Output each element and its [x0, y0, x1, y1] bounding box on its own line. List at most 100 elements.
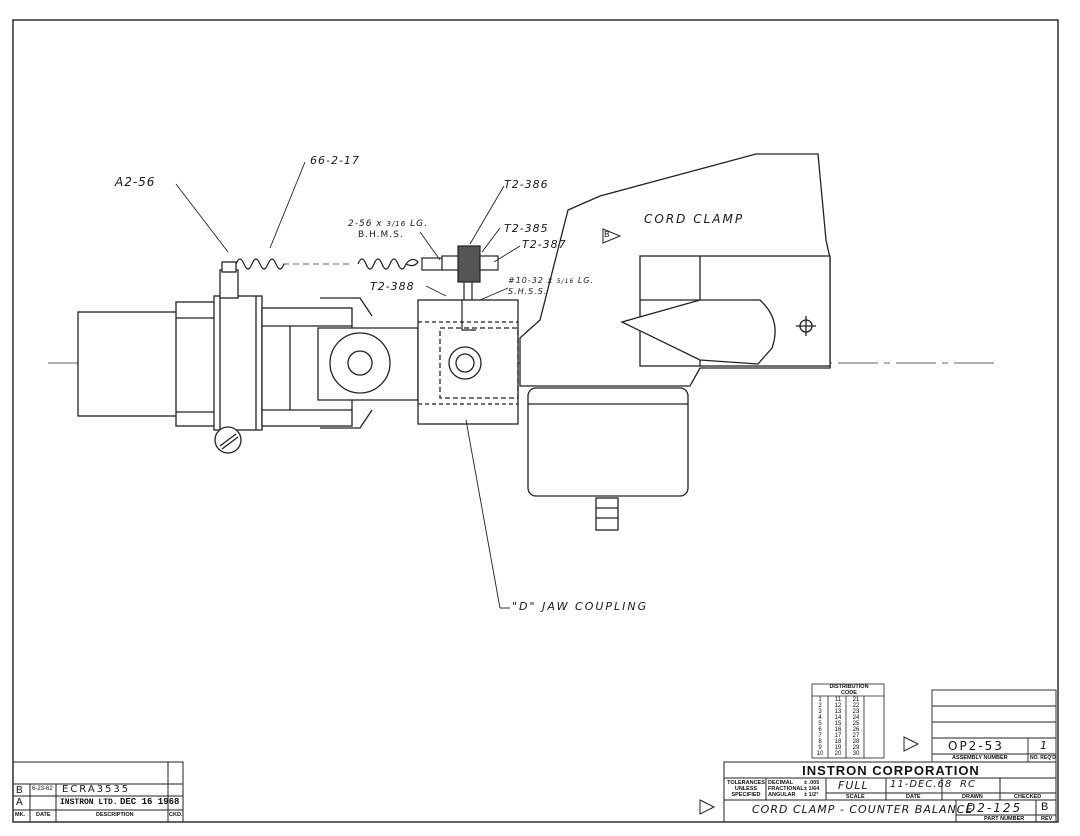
dist-cell: 24	[852, 715, 860, 721]
dist-cell: 6	[818, 727, 822, 733]
dist-cell: 29	[852, 745, 860, 751]
rev-marker-drawing: B	[604, 230, 611, 239]
dist-cell: 30	[852, 751, 860, 757]
tolerances-label: TOLERANCES UNLESS SPECIFIED	[727, 780, 765, 798]
tolerances-label-line2: UNLESS	[734, 786, 758, 792]
callout-a2-56: A2-56	[115, 175, 156, 189]
dist-cell: 3	[818, 709, 822, 715]
dist-cell: 11	[834, 697, 842, 703]
leader-lines	[175, 161, 521, 609]
callout-screw-shss: #10-32 x 5/16 LG. S.H.S.S.	[508, 276, 594, 297]
dist-cell: 17	[834, 733, 842, 739]
date-label: DATE	[906, 794, 921, 800]
dist-cell: 10	[816, 751, 824, 757]
dist-cell: 25	[852, 721, 860, 727]
tube-left	[77, 301, 221, 427]
dist-cell: 27	[852, 733, 860, 739]
callout-t2-385: T2-385	[504, 222, 549, 235]
dist-cell: 15	[834, 721, 842, 727]
screw-bhms-size: 2-56 x	[348, 219, 383, 229]
revision-header-date: DATE	[36, 812, 51, 818]
dist-cell: 12	[834, 703, 842, 709]
revision-row-a-stamp: DEC 16 1968	[120, 797, 180, 807]
callout-screw-bhms: 2-56 x 3/16 LG. B.H.M.S.	[348, 219, 428, 241]
dist-cell: 5	[818, 721, 822, 727]
rev-label: REV	[1041, 816, 1053, 822]
dist-cell: 16	[834, 727, 842, 733]
drawn-value: RC	[960, 779, 976, 790]
tol-fractional-value: ± 1/64	[804, 786, 820, 792]
revision-table-grid	[12, 761, 184, 823]
drawn-label: DRAWN	[962, 794, 983, 800]
distribution-table-grid	[811, 683, 885, 759]
tol-decimal-label: DECIMAL	[768, 780, 794, 786]
title-block-grid	[723, 761, 1057, 823]
dist-cell: 26	[852, 727, 860, 733]
screw-bhms-length: LG.	[410, 219, 428, 229]
company-name: INSTRON CORPORATION	[802, 763, 980, 778]
drawing-title: CORD CLAMP - COUNTER BALANCE	[752, 803, 974, 816]
screw-shss-fraction: 5/16	[556, 278, 575, 285]
revision-row-a-desc: INSTRON LTD.	[60, 798, 118, 807]
screw-shss-size: #10-32 x	[508, 276, 554, 285]
spring-left	[235, 258, 285, 270]
dist-cell: 28	[852, 739, 860, 745]
dist-cell: 1	[818, 697, 822, 703]
tol-angular-label: ANGULAR	[768, 792, 796, 798]
screw-shss-type: S.H.S.S.	[508, 287, 548, 296]
dist-cell: 9	[818, 745, 822, 751]
assembly-number-label: ASSEMBLY NUMBER	[952, 755, 1008, 761]
assembly-qty: 1	[1040, 739, 1048, 752]
screw-bhms-type: B.H.M.S.	[358, 230, 404, 240]
assembly-qty-label: NO. REQ'D	[1030, 755, 1056, 761]
date-value: 11-DEC.68	[890, 779, 953, 790]
part-number-label: PART NUMBER	[984, 816, 1025, 822]
revision-header-mk: MK.	[15, 812, 26, 818]
dist-cell: 23	[852, 709, 860, 715]
knurled-nut	[421, 245, 499, 331]
tolerance-values: ± .005 ± 1/64 ± 1/2°	[804, 780, 819, 798]
jaw-block	[417, 299, 519, 425]
dist-cell: 2	[818, 703, 822, 709]
dist-cell: 18	[834, 739, 842, 745]
checked-label: CHECKED	[1014, 794, 1042, 800]
tolerance-types: DECIMAL FRACTIONAL ANGULAR	[768, 780, 804, 798]
dist-cell: 20	[834, 751, 842, 757]
dist-cell: 13	[834, 709, 842, 715]
callout-66-2-17: 66-2-17	[310, 154, 360, 167]
screw-bhms-fraction: 3/16	[386, 220, 407, 228]
distribution-header: DISTRIBUTION CODE	[814, 684, 884, 696]
clevis-tongue	[317, 297, 419, 429]
dist-cell: 22	[852, 703, 860, 709]
callout-d-jaw-coupling: "D" JAW COUPLING	[512, 600, 649, 613]
part-number: D2-125	[966, 801, 1023, 815]
revision-header-ckd: CKD.	[169, 812, 183, 818]
drawing-border	[12, 19, 1059, 823]
scale-value: FULL	[838, 779, 869, 792]
rev-triangle-icons	[602, 228, 920, 815]
tolerances-label-line3: SPECIFIED	[731, 792, 761, 798]
tol-decimal-value: ± .005	[804, 780, 820, 786]
part-rev: B	[1041, 801, 1049, 813]
dist-cell: 4	[818, 715, 822, 721]
revision-row-b-mk: B	[16, 785, 23, 796]
tolerances-label-line1: TOLERANCES	[727, 780, 765, 786]
dist-cell: 19	[834, 745, 842, 751]
callout-t2-386: T2-386	[504, 178, 549, 191]
dist-cell: 8	[818, 739, 822, 745]
scale-label: SCALE	[846, 794, 865, 800]
dist-cell: 21	[852, 697, 860, 703]
revision-row-b-date: 6-23-62	[32, 786, 53, 792]
assembly-number: OP2-53	[948, 739, 1004, 753]
revision-header-desc: DESCRIPTION	[96, 812, 134, 818]
tol-fractional-label: FRACTIONAL	[768, 786, 804, 792]
counter-weight	[527, 387, 689, 531]
dist-cell: 7	[818, 733, 822, 739]
dist-cell: 14	[834, 715, 842, 721]
revision-row-b-desc: ECRA3535	[62, 784, 131, 795]
callout-t2-388: T2-388	[370, 280, 415, 293]
distribution-header-line2: CODE	[841, 690, 857, 696]
cord-clamp-body	[519, 153, 831, 387]
screw-shss-length: LG.	[577, 276, 595, 285]
